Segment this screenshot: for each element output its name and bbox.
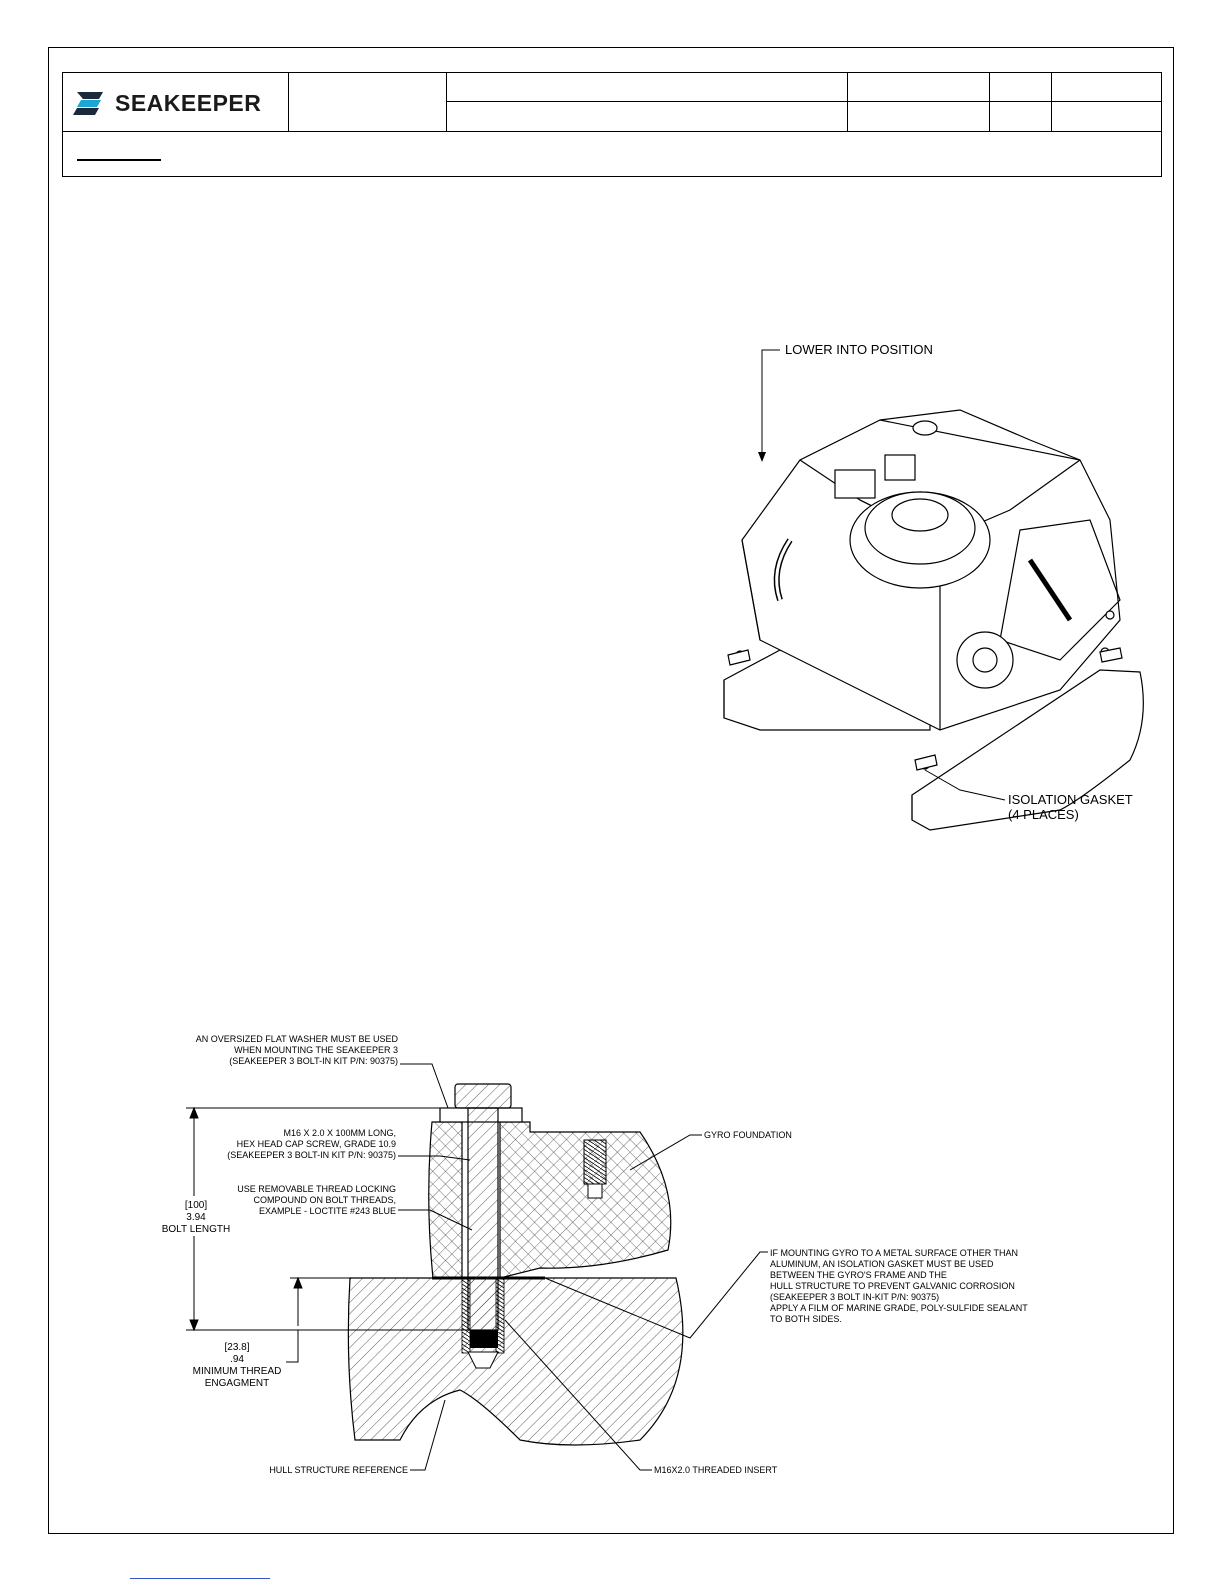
bolt-length-label-bg xyxy=(180,1196,230,1236)
threaded-insert-callout: M16X2.0 THREADED INSERT xyxy=(504,1319,778,1475)
screw-text-2: HEX HEAD CAP SCREW, GRADE 10.9 xyxy=(237,1139,396,1149)
iso-text-3: BETWEEN THE GYRO'S FRAME AND THE xyxy=(770,1270,947,1280)
title-row-divider xyxy=(447,101,1162,102)
min-thread-label-1: MINIMUM THREAD xyxy=(193,1366,282,1377)
iso-text-2: ALUMINUM, AN ISOLATION GASKET MUST BE US… xyxy=(770,1259,994,1269)
bolt-head xyxy=(454,1083,512,1109)
washer-text-1: AN OVERSIZED FLAT WASHER MUST BE USED xyxy=(196,1034,399,1044)
washer-callout: AN OVERSIZED FLAT WASHER MUST BE USED WH… xyxy=(196,1034,449,1109)
iso-text-1: IF MOUNTING GYRO TO A METAL SURFACE OTHE… xyxy=(770,1248,1018,1258)
section-view xyxy=(347,1083,684,1446)
thread-engagement-dimension xyxy=(286,1276,350,1363)
thread-text-3: EXAMPLE - LOCTITE #243 BLUE xyxy=(259,1206,396,1216)
thread-text-1: USE REMOVABLE THREAD LOCKING xyxy=(237,1184,396,1194)
thread-text-2: COMPOUND ON BOLT THREADS, xyxy=(253,1195,396,1205)
washer-text-3: (SEAKEEPER 3 BOLT-IN KIT P/N: 90375) xyxy=(229,1056,398,1066)
drill-point xyxy=(467,1351,499,1369)
seakeeper-logo: SEAKEEPER xyxy=(73,88,283,118)
hull-ref-label: HULL STRUCTURE REFERENCE xyxy=(269,1465,408,1475)
min-thread-in: .94 xyxy=(230,1354,244,1365)
gyro-foundation-label: GYRO FOUNDATION xyxy=(704,1130,792,1140)
insert-label: M16X2.0 THREADED INSERT xyxy=(654,1465,778,1475)
insert-thread-left xyxy=(461,1277,471,1354)
isolation-note-callout: IF MOUNTING GYRO TO A METAL SURFACE OTHE… xyxy=(544,1248,1028,1339)
title-cell-3 xyxy=(447,73,848,131)
foundation-insert xyxy=(583,1139,607,1185)
bolt-length-label: BOLT LENGTH xyxy=(162,1224,231,1235)
hull-reference-callout: HULL STRUCTURE REFERENCE xyxy=(269,1399,446,1475)
title-cell-2 xyxy=(289,73,447,131)
insert-thread-right xyxy=(495,1277,505,1354)
bolt-length-in: 3.94 xyxy=(186,1212,206,1223)
screw-text-3: (SEAKEEPER 3 BOLT-IN KIT P/N: 90375) xyxy=(227,1150,396,1160)
gyro-foundation-callout: GYRO FOUNDATION xyxy=(629,1130,792,1171)
seakeeper-gyro-unit xyxy=(723,409,1144,831)
thread-locking-callout: USE REMOVABLE THREAD LOCKING COMPOUND ON… xyxy=(237,1184,473,1231)
min-thread-label-2: ENGAGMENT xyxy=(205,1378,269,1389)
title-cell-4 xyxy=(848,73,990,131)
heading-underline xyxy=(77,159,161,161)
drawing-frame xyxy=(48,47,1174,1534)
title-block-divider xyxy=(63,131,1162,132)
iso-text-6: APPLY A FILM OF MARINE GRADE, POLY-SULFI… xyxy=(770,1303,1028,1313)
washer-text-2: WHEN MOUNTING THE SEAKEEPER 3 xyxy=(234,1045,398,1055)
foundation-insert-tip xyxy=(587,1183,603,1199)
title-cell-5 xyxy=(990,73,1052,131)
logo-cell: SEAKEEPER xyxy=(63,73,289,131)
bolt-length-mm: [100] xyxy=(185,1200,207,1211)
hull-structure xyxy=(347,1277,684,1446)
bolt-tip xyxy=(470,1330,498,1348)
lower-label: LOWER INTO POSITION xyxy=(785,342,933,357)
iso-text-5: (SEAKEEPER 3 BOLT IN-KIT P/N: 90375) xyxy=(770,1292,939,1302)
seakeeper-mark-icon xyxy=(73,92,103,115)
footer-link-underline xyxy=(130,1578,270,1579)
gasket-label-1: ISOLATION GASKET xyxy=(1008,792,1133,807)
gasket-label-2: (4 PLACES) xyxy=(1008,807,1079,822)
isolation-gasket-callout: ISOLATION GASKET (4 PLACES) xyxy=(924,769,1133,822)
screw-callout: M16 X 2.0 X 100MM LONG, HEX HEAD CAP SCR… xyxy=(227,1128,471,1161)
iso-text-4: HULL STRUCTURE TO PREVENT GALVANIC CORRO… xyxy=(770,1281,1015,1291)
lower-into-position-callout: LOWER INTO POSITION xyxy=(758,342,933,462)
foundation-left xyxy=(428,1121,463,1279)
iso-text-7: TO BOTH SIDES. xyxy=(770,1314,842,1324)
min-thread-mm: [23.8] xyxy=(224,1342,249,1353)
brand-name: SEAKEEPER xyxy=(115,89,262,116)
title-block: SEAKEEPER xyxy=(62,72,1162,177)
screw-text-1: M16 X 2.0 X 100MM LONG, xyxy=(283,1128,396,1138)
bolt-shank xyxy=(467,1107,499,1331)
foundation-right xyxy=(499,1121,672,1279)
